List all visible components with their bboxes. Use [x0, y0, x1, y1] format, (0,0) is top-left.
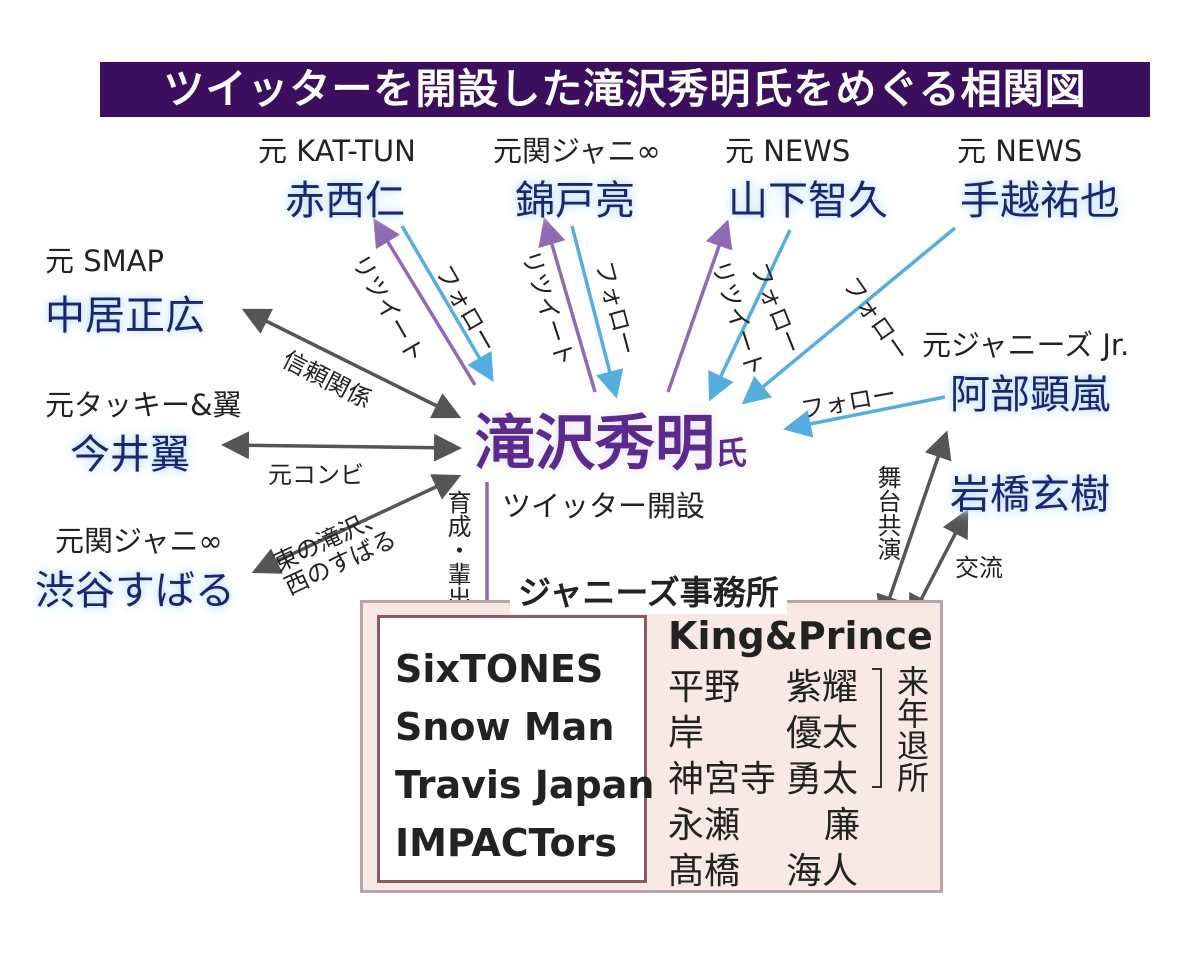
follow-arrow-akanishi: [400, 225, 494, 383]
member-given: 廉: [824, 805, 861, 846]
retweet-arrow-yamashita: [666, 219, 733, 393]
person-akanishi: 赤西仁: [285, 178, 405, 224]
nurture-label: 育成・輩出: [443, 490, 471, 610]
member-row: 永瀬 廉: [668, 803, 860, 849]
leaving-bracket: [872, 668, 882, 788]
group-label-yamashita: 元 NEWS: [725, 134, 851, 168]
diagram-title: ツイッターを開設した滝沢秀明氏をめぐる相関図: [100, 62, 1150, 117]
follow-arrow-yamashita: [708, 229, 792, 402]
retweet-arrow-nishikido: [538, 217, 597, 393]
agency-label: ジャニーズ事務所: [510, 566, 787, 614]
member-given: 優太: [786, 713, 859, 754]
follow-arrow-tegoshi: [741, 226, 957, 405]
follow-arrow-abe: [783, 395, 946, 438]
follow-arrow-nishikido: [570, 225, 624, 399]
person-tegoshi: 手越祐也: [960, 178, 1120, 224]
group-label-abe: 元ジャニーズ Jr.: [922, 328, 1130, 362]
group-list: SixTONES Snow Man Travis Japan IMPACTors: [395, 640, 654, 872]
group-travisjapan: Travis Japan: [395, 763, 655, 807]
member-family: 平野: [668, 667, 741, 708]
person-iwahashi: 岩橋玄樹: [950, 472, 1110, 518]
member-row: 髙橋 海人: [668, 849, 860, 895]
group-label-nakai: 元 SMAP: [45, 244, 164, 278]
relation-arrow-shibutani: [251, 474, 462, 574]
group-label-tegoshi: 元 NEWS: [957, 134, 1083, 168]
kingprince-label: King&Prince: [668, 614, 933, 658]
group-label-shibutani: 元関ジャニ∞: [55, 524, 223, 558]
relation-arrow-nakai: [241, 308, 462, 419]
member-row: 神宮寺勇太: [668, 757, 860, 803]
group-label-imai: 元タッキー&翼: [45, 388, 242, 422]
member-given: 紫耀: [786, 667, 859, 708]
person-yamashita: 山下智久: [728, 178, 888, 224]
leaving-note: 来年退所: [892, 665, 930, 793]
relation-arrow-imai: [221, 431, 462, 462]
member-given: 海人: [786, 851, 859, 892]
member-row: 岸 優太: [668, 711, 860, 757]
central-person-suffix: 氏: [715, 434, 748, 472]
group-label-nishikido: 元関ジャニ∞: [493, 134, 661, 168]
central-person: 滝沢秀明氏: [475, 395, 747, 482]
person-shibutani: 渋谷すばる: [35, 568, 235, 614]
member-family: 永瀬: [668, 805, 741, 846]
group-label-akanishi: 元 KAT-TUN: [258, 134, 416, 168]
relation-label-iwahashi: 交流: [955, 554, 1003, 582]
member-family: 岸: [668, 713, 705, 754]
central-person-name: 滝沢秀明: [475, 409, 715, 479]
group-sixtones: SixTONES: [395, 647, 604, 691]
member-family: 神宮寺: [668, 759, 777, 800]
kingprince-members: 平野 紫耀 岸 優太 神宮寺勇太 永瀬 廉 髙橋 海人: [668, 665, 860, 895]
central-note: ツイッター開設: [502, 489, 706, 523]
member-row: 平野 紫耀: [668, 665, 860, 711]
groups-box: [377, 615, 647, 883]
person-nishikido: 錦戸亮: [515, 178, 635, 224]
relation-label-imai: 元コンビ: [268, 461, 364, 489]
person-imai: 今井翼: [70, 432, 190, 478]
group-snowman: Snow Man: [395, 705, 615, 749]
relation-label-abe-stage: 舞台共演: [873, 465, 901, 561]
group-impactors: IMPACTors: [395, 821, 617, 865]
member-family: 髙橋: [668, 851, 741, 892]
member-given: 勇太: [786, 759, 859, 800]
person-abe: 阿部顕嵐: [950, 372, 1110, 418]
person-nakai: 中居正広: [45, 293, 205, 339]
